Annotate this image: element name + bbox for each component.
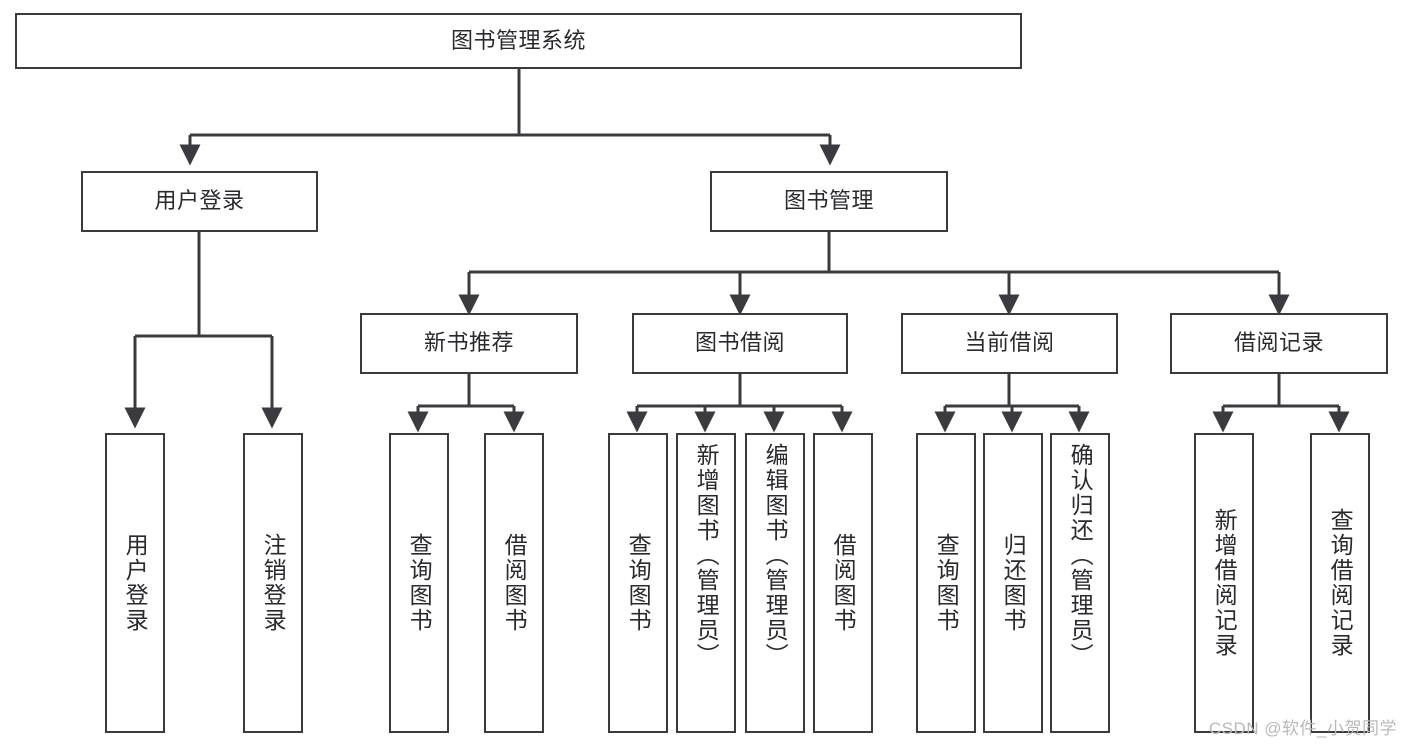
node-leaf-borrow-book-1-label: 借阅图书: [501, 533, 528, 633]
node-leaf-borrow-book-2[interactable]: 借阅图书: [813, 433, 873, 733]
node-leaf-query-record-label: 查询借阅记录: [1327, 508, 1354, 658]
node-leaf-confirm-return[interactable]: 确认归还（管理员）: [1050, 433, 1110, 733]
node-leaf-confirm-return-label: 确认归还（管理员）: [1067, 443, 1094, 668]
node-leaf-query-book-3[interactable]: 查询图书: [916, 433, 976, 733]
node-leaf-add-record[interactable]: 新增借阅记录: [1194, 433, 1254, 733]
node-current-borrow[interactable]: 当前借阅: [901, 313, 1118, 374]
node-leaf-add-record-label: 新增借阅记录: [1211, 508, 1238, 658]
node-book-borrow[interactable]: 图书借阅: [632, 313, 848, 374]
node-user-login[interactable]: 用户登录: [81, 171, 318, 232]
node-borrow-record-label: 借阅记录: [1233, 330, 1324, 356]
node-leaf-return-book-label: 归还图书: [1000, 533, 1027, 633]
watermark-text: CSDN @软件_小贺同学: [1208, 719, 1397, 738]
node-leaf-borrow-book-1[interactable]: 借阅图书: [484, 433, 544, 733]
node-leaf-edit-book[interactable]: 编辑图书（管理员）: [745, 433, 805, 733]
node-leaf-user-login-label: 用户登录: [122, 533, 149, 633]
node-new-book-rec-label: 新书推荐: [423, 330, 514, 356]
node-book-manage[interactable]: 图书管理: [710, 171, 948, 232]
node-user-login-label: 用户登录: [154, 188, 245, 214]
node-root[interactable]: 图书管理系统: [15, 13, 1022, 69]
node-leaf-borrow-book-2-label: 借阅图书: [830, 533, 857, 633]
node-leaf-query-book-2-label: 查询图书: [625, 533, 652, 633]
node-leaf-query-book-1[interactable]: 查询图书: [389, 433, 449, 733]
node-leaf-user-login[interactable]: 用户登录: [105, 433, 165, 733]
node-book-borrow-label: 图书借阅: [694, 330, 785, 356]
node-leaf-query-record[interactable]: 查询借阅记录: [1310, 433, 1370, 733]
node-root-label: 图书管理系统: [450, 27, 586, 53]
node-leaf-add-book[interactable]: 新增图书（管理员）: [676, 433, 736, 733]
node-leaf-logout[interactable]: 注销登录: [243, 433, 303, 733]
node-leaf-query-book-1-label: 查询图书: [406, 533, 433, 633]
node-leaf-return-book[interactable]: 归还图书: [983, 433, 1043, 733]
node-current-borrow-label: 当前借阅: [964, 330, 1055, 356]
node-leaf-logout-label: 注销登录: [260, 533, 287, 633]
node-leaf-query-book-2[interactable]: 查询图书: [608, 433, 668, 733]
node-new-book-rec[interactable]: 新书推荐: [360, 313, 578, 374]
node-book-manage-label: 图书管理: [783, 188, 874, 214]
node-leaf-edit-book-label: 编辑图书（管理员）: [762, 443, 789, 668]
node-leaf-query-book-3-label: 查询图书: [933, 533, 960, 633]
node-borrow-record[interactable]: 借阅记录: [1170, 313, 1388, 374]
node-leaf-add-book-label: 新增图书（管理员）: [693, 443, 720, 668]
